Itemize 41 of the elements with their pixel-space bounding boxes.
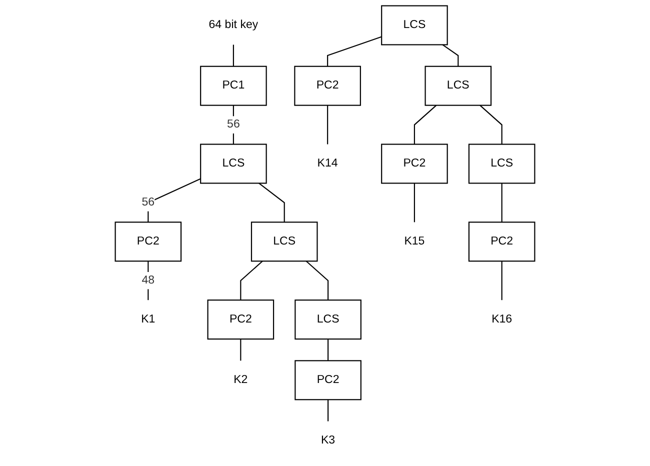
connector	[480, 104, 502, 144]
node-text: K14	[317, 157, 338, 170]
node-text: K3	[320, 434, 336, 447]
connector	[328, 339, 329, 361]
node-box: PC2	[468, 222, 536, 262]
node-box: LCS	[381, 5, 448, 46]
node-box: LCS	[250, 222, 318, 262]
connector	[327, 36, 382, 66]
connector	[414, 104, 437, 144]
connector	[501, 183, 502, 222]
node-text: 64 bit key	[208, 18, 258, 32]
node-box: PC2	[381, 144, 448, 184]
connector	[501, 261, 502, 300]
connector	[414, 183, 415, 222]
connector	[258, 182, 285, 222]
node-box: PC1	[200, 66, 267, 106]
connector	[327, 105, 328, 144]
node-box: PC2	[207, 300, 274, 340]
edge-label: 56	[227, 118, 240, 131]
node-text: K1	[141, 313, 156, 326]
node-text: K16	[492, 313, 512, 326]
node-box: PC2	[114, 222, 182, 262]
edge-label: 48	[142, 274, 155, 286]
node-text: K2	[234, 374, 248, 386]
node-text: K15	[404, 235, 425, 248]
node-box: LCS	[468, 144, 536, 184]
connector	[240, 260, 263, 300]
node-box: PC2	[294, 360, 362, 400]
edge-label: 56	[142, 196, 155, 208]
connector	[442, 44, 459, 66]
connector	[306, 260, 329, 300]
node-box: LCS	[200, 144, 267, 184]
connector	[232, 105, 234, 144]
node-box: LCS	[424, 66, 492, 106]
connector	[240, 339, 242, 361]
node-box: PC2	[294, 66, 361, 106]
connector	[148, 178, 201, 222]
node-box: LCS	[294, 300, 362, 340]
connector	[232, 44, 234, 66]
connector	[328, 400, 329, 422]
connector	[148, 261, 149, 300]
